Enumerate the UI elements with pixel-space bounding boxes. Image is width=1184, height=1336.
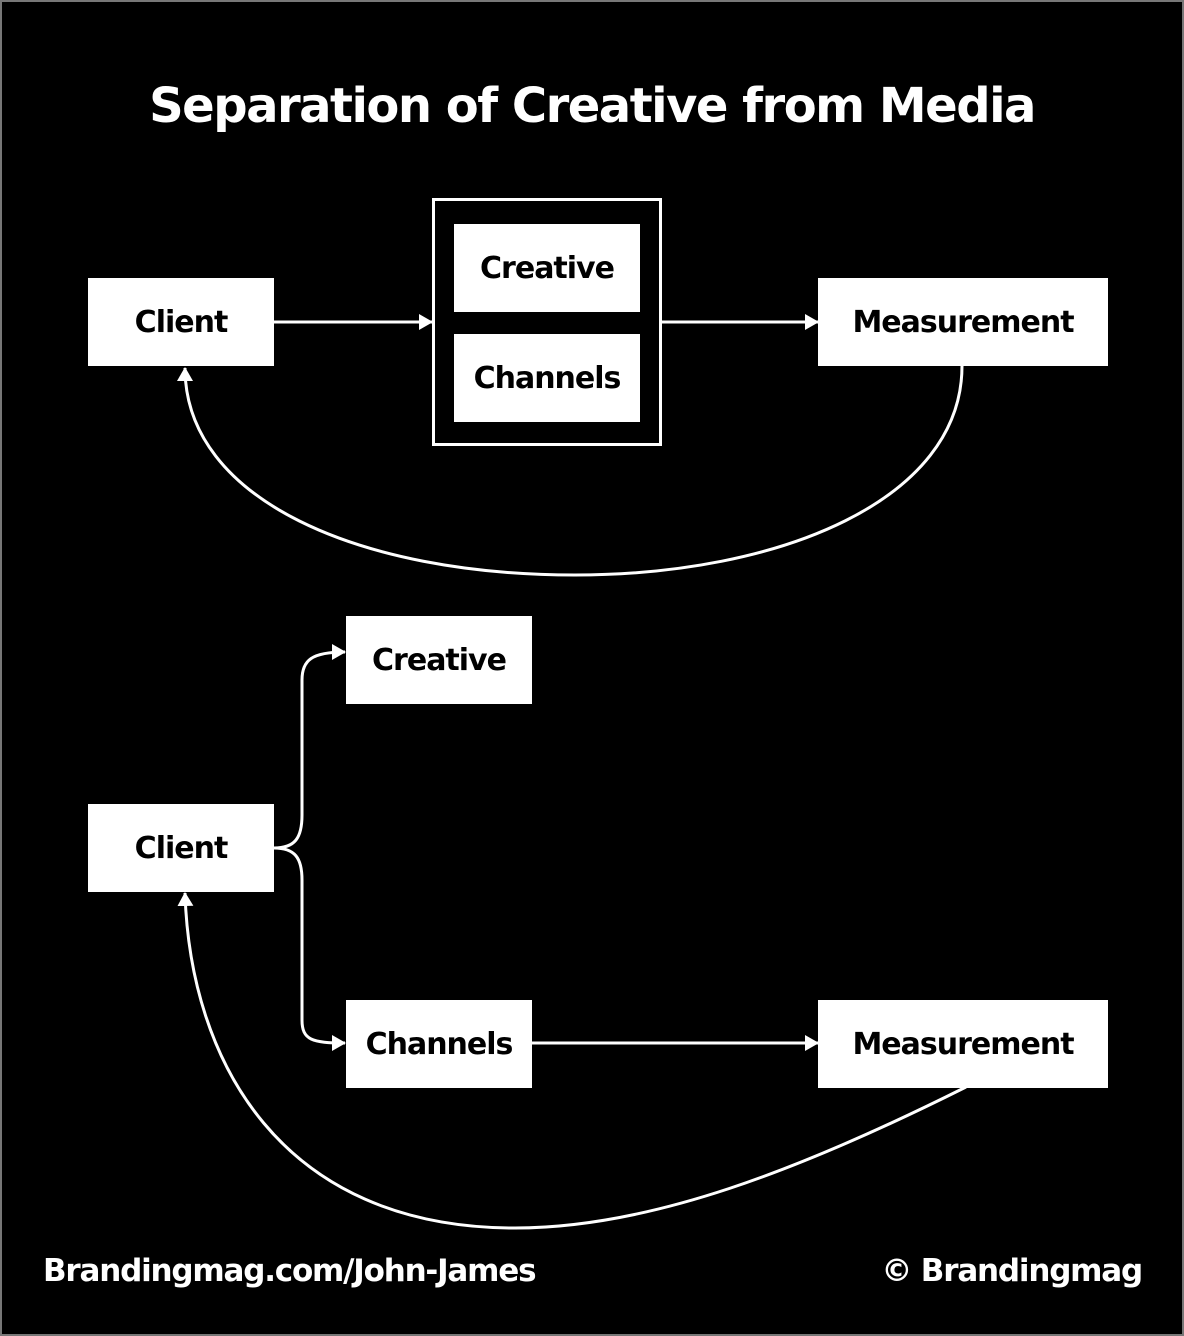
footer-source-link: Brandingmag.com/John-James — [43, 1253, 537, 1289]
creative-channels-group — [432, 198, 662, 446]
edge-client-to-channels — [273, 846, 346, 1051]
measurement-node-bottom: Measurement — [818, 1000, 1108, 1088]
measurement-node-top: Measurement — [818, 278, 1108, 366]
creative-node-bottom: Creative — [346, 616, 532, 704]
channels-node-bottom: Channels — [346, 1000, 532, 1088]
edge-measurement-to-client-top — [177, 365, 964, 577]
channels-node-top: Channels — [454, 334, 640, 422]
client-node-bottom: Client — [88, 804, 274, 892]
edge-measurement-to-client-bottom — [177, 892, 967, 1230]
footer-copyright: © Brandingmag — [881, 1253, 1143, 1289]
edge-client-to-creative — [273, 644, 346, 850]
diagram-title: Separation of Creative from Media — [149, 78, 1036, 134]
client-node-top: Client — [88, 278, 274, 366]
creative-node-top: Creative — [454, 224, 640, 312]
